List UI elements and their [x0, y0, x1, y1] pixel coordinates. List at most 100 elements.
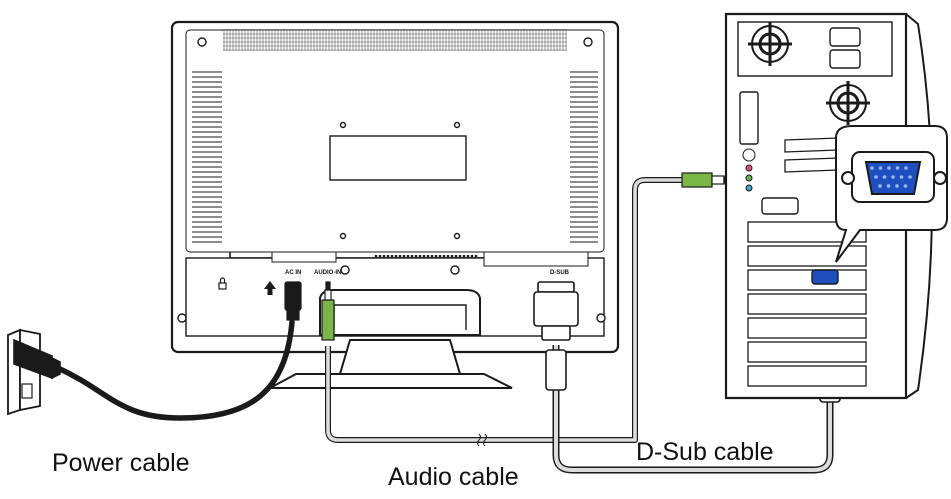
vent-dot [382, 254, 386, 258]
vga-pin [878, 166, 883, 170]
vga-pin [878, 184, 882, 188]
vga-pin [874, 175, 878, 179]
callout-screw [841, 171, 855, 185]
vent-dot [462, 254, 466, 258]
audio-jack-pink [745, 164, 753, 172]
vga-pin [882, 175, 887, 179]
vent-dot [422, 254, 426, 258]
vent-dot [390, 254, 394, 258]
caption-audio-cable: Audio cable [388, 463, 519, 491]
expansion-slot [747, 221, 867, 243]
dsub-cable-core [554, 345, 832, 472]
expansion-slot [747, 317, 867, 339]
serial-port [739, 91, 759, 145]
stand-bracket [319, 289, 481, 336]
vent-dot [386, 254, 390, 258]
vga-pin [903, 184, 908, 188]
dotted-vent-row [374, 254, 478, 258]
vent-dot [398, 254, 402, 258]
vga-onboard-port [761, 197, 799, 215]
screw [340, 265, 350, 275]
port-label-audio-in: AUDIO-IN [314, 270, 341, 276]
expansion-slot [747, 365, 867, 387]
vga-pin [887, 166, 891, 170]
fan-icon [826, 81, 870, 125]
vga-pin [895, 166, 900, 170]
arrow-up-icon [264, 281, 276, 295]
vent-dot [402, 254, 406, 258]
vga-pin [904, 166, 908, 170]
vga-pins [870, 166, 912, 188]
expansion-slot [747, 341, 867, 363]
audio-plug-pc [681, 172, 733, 188]
audio-jacks [742, 148, 756, 192]
vent-dot [406, 254, 410, 258]
cable-break-mark [477, 433, 487, 447]
vent-dot [426, 254, 430, 258]
vent-dot [374, 254, 378, 258]
vga-pin [895, 184, 899, 188]
vent-dot [394, 254, 398, 258]
vga-callout [835, 125, 948, 263]
psu-socket [829, 49, 861, 69]
caption-dsub-cable: D-Sub cable [636, 438, 774, 466]
screw [596, 313, 606, 323]
expansion-slot [747, 269, 867, 291]
side-vents [192, 71, 598, 243]
screw [450, 265, 460, 275]
card-brackets [784, 137, 839, 173]
psu-socket [829, 27, 861, 47]
vga-card-port [811, 269, 839, 285]
label-box [483, 251, 589, 267]
screw [453, 121, 461, 129]
vga-pin [908, 175, 912, 179]
vga-pin [886, 184, 891, 188]
lock-icon [218, 277, 227, 290]
port-label-d-sub: D-SUB [550, 270, 570, 276]
vga-pin [891, 175, 895, 179]
audio-plug-monitor [321, 281, 335, 341]
vent-dot [474, 254, 478, 258]
ferrite-core [545, 349, 567, 391]
screw [339, 121, 347, 129]
vent-dot [414, 254, 418, 258]
vent-dot [458, 254, 462, 258]
monitor-screws [177, 37, 606, 323]
ps2-port [742, 148, 756, 162]
label-boxes [271, 251, 589, 267]
power-cable [55, 319, 295, 421]
fan-icon [748, 22, 792, 66]
vga-pin [870, 166, 874, 170]
stand-neck [338, 339, 462, 375]
vent-dot [378, 254, 382, 258]
screw [197, 37, 207, 47]
stand-base [269, 373, 513, 389]
vent-dot [442, 254, 446, 258]
vent-dot [466, 254, 470, 258]
expansion-slot [747, 245, 867, 267]
vesa-plate [329, 135, 467, 181]
screw [177, 313, 187, 323]
vent-dot [430, 254, 434, 258]
caption-power-cable: Power cable [52, 449, 190, 477]
vent-dot [418, 254, 422, 258]
screw [583, 37, 593, 47]
audio-jack-blue [745, 184, 753, 192]
vga-pin [899, 175, 904, 179]
vent-dot [410, 254, 414, 258]
monitor [170, 20, 620, 354]
vent-dot [434, 254, 438, 258]
label-box [271, 251, 337, 263]
expansion-slot [747, 293, 867, 315]
callout-screw [933, 171, 947, 185]
psu-panel [737, 21, 893, 77]
vent-dot [454, 254, 458, 258]
dsub-connector-monitor [533, 281, 579, 341]
screw [339, 232, 347, 240]
vent-dot [450, 254, 454, 258]
vent-dot [446, 254, 450, 258]
ac-plug [284, 281, 302, 321]
port-label-ac-in: AC IN [285, 270, 301, 276]
screw [453, 232, 461, 240]
